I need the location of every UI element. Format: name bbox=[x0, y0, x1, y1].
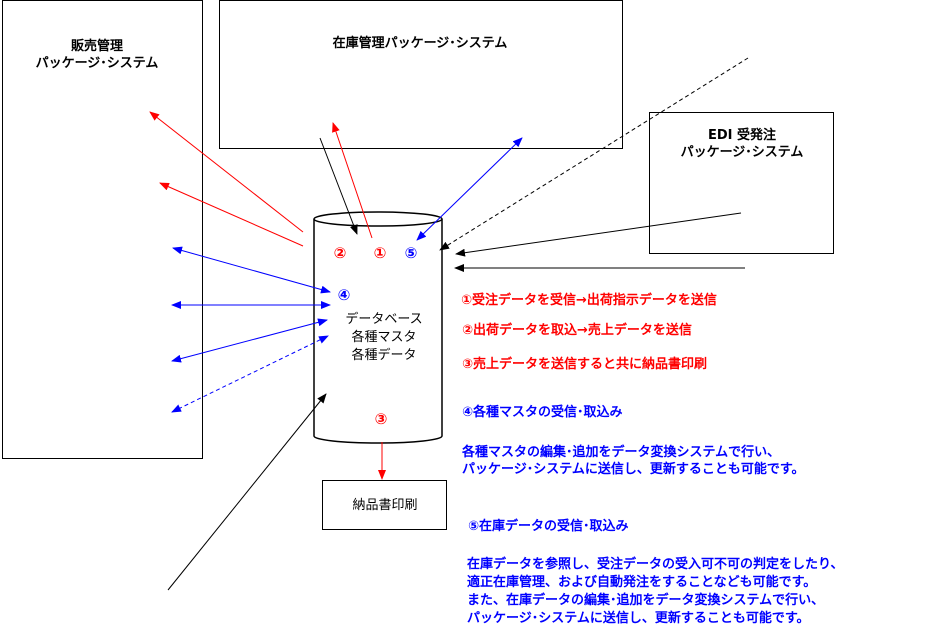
arrow-blue-master-1 bbox=[172, 246, 331, 294]
arrow-blue-inventory-db bbox=[416, 137, 523, 241]
sales-system-line1: 販売管理 bbox=[70, 39, 124, 54]
arrow-external-bottom-to-db bbox=[167, 393, 327, 591]
legend-item-5-title: ⑤在庫データの受信･取込み bbox=[468, 519, 629, 534]
database-line: データベース bbox=[345, 312, 423, 327]
arrow-edi-to-db bbox=[455, 212, 742, 257]
marker-4: ④ bbox=[337, 286, 351, 304]
marker-5: ⑤ bbox=[404, 244, 418, 262]
arrow-inventory-to-db bbox=[319, 137, 358, 235]
desc-line: 在庫データを参照し、受注データの受入可不可の判定をしたり、 bbox=[467, 557, 844, 572]
marker-3: ③ bbox=[374, 410, 388, 428]
marker-2: ② bbox=[333, 244, 347, 262]
print-box bbox=[322, 480, 447, 530]
legend-item-1: ①受注データを受信→出荷指示データを送信 bbox=[461, 293, 717, 308]
edi-system-line2: パッケージ･システム bbox=[680, 145, 804, 160]
database-cylinder bbox=[313, 211, 443, 444]
database-line: 各種データ bbox=[351, 348, 417, 363]
print-label: 納品書印刷 bbox=[352, 498, 418, 513]
legend-item-4-title: ④各種マスタの受信･取込み bbox=[462, 405, 623, 420]
edi-system-box bbox=[649, 112, 834, 254]
inventory-system-box bbox=[219, 0, 623, 149]
marker-1: ① bbox=[373, 244, 387, 262]
desc-line: 適正在庫管理、および自動発注をすることなども可能です。 bbox=[467, 575, 817, 590]
arrow-dashed-external bbox=[439, 57, 749, 251]
database-label: データベース 各種マスタ 各種データ bbox=[345, 311, 422, 365]
edi-system-line1: EDI 受発注 bbox=[707, 128, 777, 143]
arrow-red-to-sales-2 bbox=[159, 182, 304, 247]
legend-item-3: ③売上データを送信すると共に納品書印刷 bbox=[462, 357, 708, 372]
desc-line: パッケージ･システムに送信し、更新することも可能です。 bbox=[462, 462, 805, 477]
legend-item-5-desc: 在庫データを参照し、受注データの受入可不可の判定をしたり、 適正在庫管理、および… bbox=[467, 556, 843, 628]
arrow-red-to-sales-1 bbox=[149, 111, 304, 233]
inventory-system-name: 在庫管理パッケージ･システム bbox=[332, 36, 508, 51]
sales-system-name: 販売管理 パッケージ･システム bbox=[36, 38, 159, 72]
arrow-red-to-inventory bbox=[332, 122, 373, 239]
database-line: 各種マスタ bbox=[351, 330, 417, 345]
sales-system-line2: パッケージ･システム bbox=[35, 56, 159, 71]
legend-item-2: ②出荷データを取込→売上データを送信 bbox=[462, 323, 692, 338]
desc-line: パッケージ･システムに送信し、更新することも可能です。 bbox=[467, 611, 810, 626]
desc-line: また、在庫データの編集･追加をデータ変換システムで行い、 bbox=[467, 593, 825, 608]
legend-item-4-desc: 各種マスタの編集･追加をデータ変換システムで行い、 パッケージ･システムに送信し… bbox=[462, 444, 805, 478]
sales-system-box bbox=[2, 0, 203, 459]
edi-system-name: EDI 受発注 パッケージ･システム bbox=[681, 127, 804, 161]
desc-line: 各種マスタの編集･追加をデータ変換システムで行い、 bbox=[462, 445, 781, 460]
arrow-blue-master-dashed bbox=[171, 335, 329, 413]
